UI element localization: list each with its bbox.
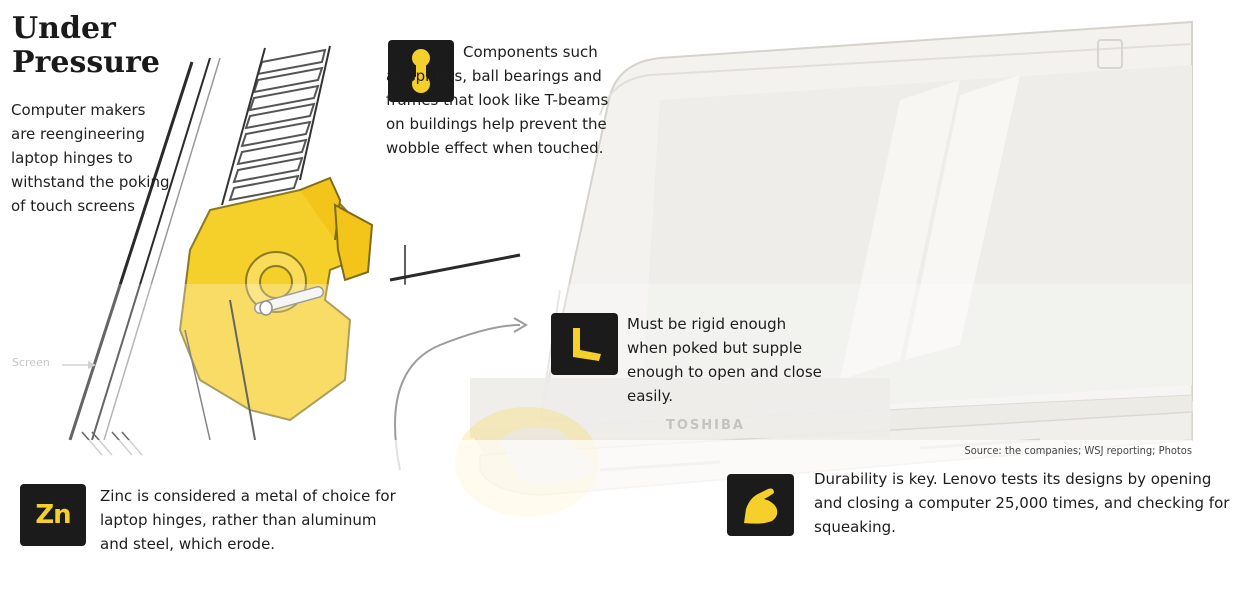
flexed-arm-icon <box>727 474 794 536</box>
hinge-illustration <box>62 20 1193 517</box>
callout-durability-text: Durability is key. Lenovo tests its desi… <box>814 467 1229 539</box>
dumbbell-spring-icon <box>388 40 454 102</box>
page-title: Under Pressure <box>12 12 160 80</box>
title-line-1: Under <box>12 11 116 46</box>
title-line-2: Pressure <box>12 45 160 80</box>
intro-text: Computer makers are reengineering laptop… <box>11 101 170 215</box>
callout-zinc-text: Zinc is considered a metal of choice for… <box>100 487 396 553</box>
hinge-angle-icon <box>551 313 618 375</box>
callout-components-text: Components such as springs, ball bearing… <box>386 43 609 157</box>
zinc-symbol-icon: Zn <box>20 484 86 546</box>
laptop-brand-label: TOSHIBA <box>666 418 745 433</box>
source-note: Source: the companies; WSJ reporting; Ph… <box>964 444 1192 457</box>
callout-durability-text-content: Durability is key. Lenovo tests its desi… <box>814 470 1230 536</box>
hinge-closeup <box>62 45 528 471</box>
screen-label: Screen <box>12 356 50 369</box>
zinc-symbol-label: Zn <box>35 500 71 530</box>
callout-rigid-text: Must be rigid enough when poked but supp… <box>627 315 822 405</box>
